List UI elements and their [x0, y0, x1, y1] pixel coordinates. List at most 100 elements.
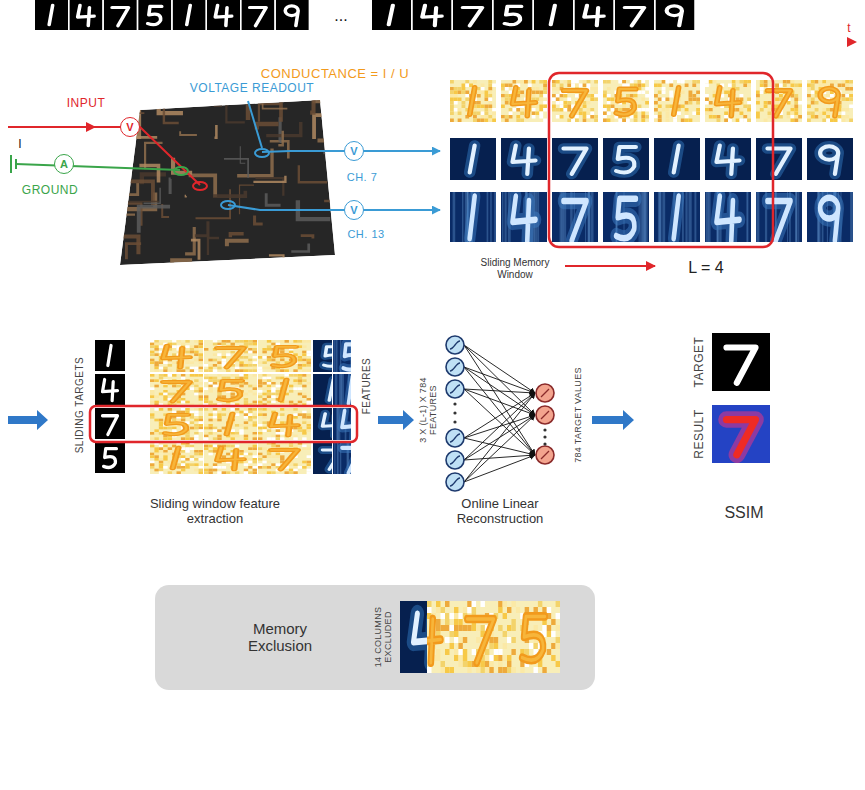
noise-speckle — [842, 98, 846, 102]
nanowire-trace — [266, 193, 280, 205]
noise-speckle — [190, 369, 194, 372]
noise-speckle — [298, 359, 302, 362]
noise-speckle — [239, 453, 243, 456]
noise-speckle — [658, 115, 662, 119]
noise-speckle — [583, 115, 587, 119]
noise-speckle — [154, 361, 158, 364]
noise-speckle — [579, 84, 583, 88]
image-ground — [501, 80, 547, 122]
noise-speckle — [807, 112, 811, 116]
noise-speckle — [204, 408, 208, 411]
nanowire-trace — [214, 125, 216, 138]
noise-speckle — [163, 447, 167, 450]
noise-speckle — [654, 115, 658, 119]
noise-speckle — [185, 361, 189, 364]
noise-speckle — [505, 115, 509, 119]
noise-speckle — [849, 80, 853, 84]
noise-speckle — [271, 455, 275, 458]
noise-speckle — [217, 359, 221, 362]
noise-speckle — [163, 458, 167, 461]
noise-speckle — [594, 115, 598, 119]
nanowire-trace — [269, 255, 284, 270]
noise-speckle — [154, 450, 158, 453]
nanowire-trace — [142, 83, 151, 96]
noise-speckle — [513, 80, 517, 84]
noise-speckle — [705, 84, 709, 88]
nanowire-trace — [118, 237, 139, 255]
noise-speckle — [488, 84, 492, 88]
noise-speckle — [293, 471, 297, 474]
noise-speckle — [194, 387, 198, 390]
digit-stroke — [820, 88, 838, 116]
noise-speckle — [501, 94, 505, 98]
noise-speckle — [267, 385, 271, 388]
noise-speckle — [603, 105, 607, 109]
noise-speckle — [222, 455, 226, 458]
noise-speckle — [450, 112, 454, 116]
noise-speckle — [154, 353, 158, 356]
noise-speckle — [747, 80, 751, 84]
digit-stroke — [674, 196, 679, 238]
noise-speckle — [552, 98, 556, 102]
digit-stroke — [820, 88, 838, 116]
image-ground — [413, 0, 452, 30]
noise-speckle — [662, 108, 666, 112]
noise-speckle — [289, 374, 293, 377]
nanowire-trace — [111, 113, 144, 138]
noise-speckle — [194, 450, 198, 453]
noise-speckle — [302, 419, 306, 422]
noise-speckle — [190, 437, 194, 440]
noise-speckle — [477, 101, 481, 105]
noise-speckle — [692, 80, 696, 84]
noise-speckle — [258, 379, 262, 382]
digit-stroke — [717, 196, 740, 240]
noise-speckle — [298, 379, 302, 382]
digit-image — [603, 138, 649, 180]
noise-speckle — [501, 87, 505, 91]
noise-speckle — [172, 345, 176, 348]
noise-speckle — [293, 437, 297, 440]
noise-speckle — [622, 80, 626, 84]
digit-image — [807, 192, 853, 242]
input-wire — [8, 126, 95, 128]
noise-speckle — [244, 411, 248, 414]
noise-speckle — [199, 471, 203, 474]
noise-speckle — [302, 356, 306, 359]
digit-stroke — [564, 91, 587, 117]
noise-speckle — [293, 435, 297, 438]
noise-speckle — [764, 105, 768, 109]
noise-speckle — [662, 80, 666, 84]
noise-speckle — [543, 108, 547, 112]
device-photo — [104, 83, 355, 283]
digit-stroke — [551, 5, 555, 24]
noise-speckle — [302, 395, 306, 398]
noise-speckle — [450, 80, 454, 84]
noise-speckle — [267, 395, 271, 398]
noise-speckle — [845, 94, 849, 98]
noise-speckle — [543, 105, 547, 109]
noise-speckle — [826, 94, 830, 98]
noise-speckle — [567, 98, 571, 102]
noise-speckle — [150, 374, 154, 377]
noise-speckle — [244, 398, 248, 401]
noise-speckle — [199, 466, 203, 469]
noise-speckle — [450, 108, 454, 112]
noise-speckle — [154, 429, 158, 432]
noise-speckle — [194, 367, 198, 370]
digit-stroke — [422, 5, 442, 25]
image-ground — [654, 192, 700, 242]
noise-speckle — [154, 345, 158, 348]
digit-stroke — [389, 5, 393, 24]
noise-speckle — [253, 408, 257, 411]
digit-stroke — [820, 146, 838, 174]
noise-speckle — [302, 361, 306, 364]
noise-speckle — [760, 91, 764, 95]
noise-speckle — [177, 466, 181, 469]
noise-speckle — [634, 115, 638, 119]
noise-speckle — [760, 80, 764, 84]
noise-speckle — [150, 437, 154, 440]
noise-speckle — [150, 463, 154, 466]
digit-stroke — [163, 346, 190, 368]
noise-speckle — [302, 429, 306, 432]
noise-speckle — [150, 455, 154, 458]
